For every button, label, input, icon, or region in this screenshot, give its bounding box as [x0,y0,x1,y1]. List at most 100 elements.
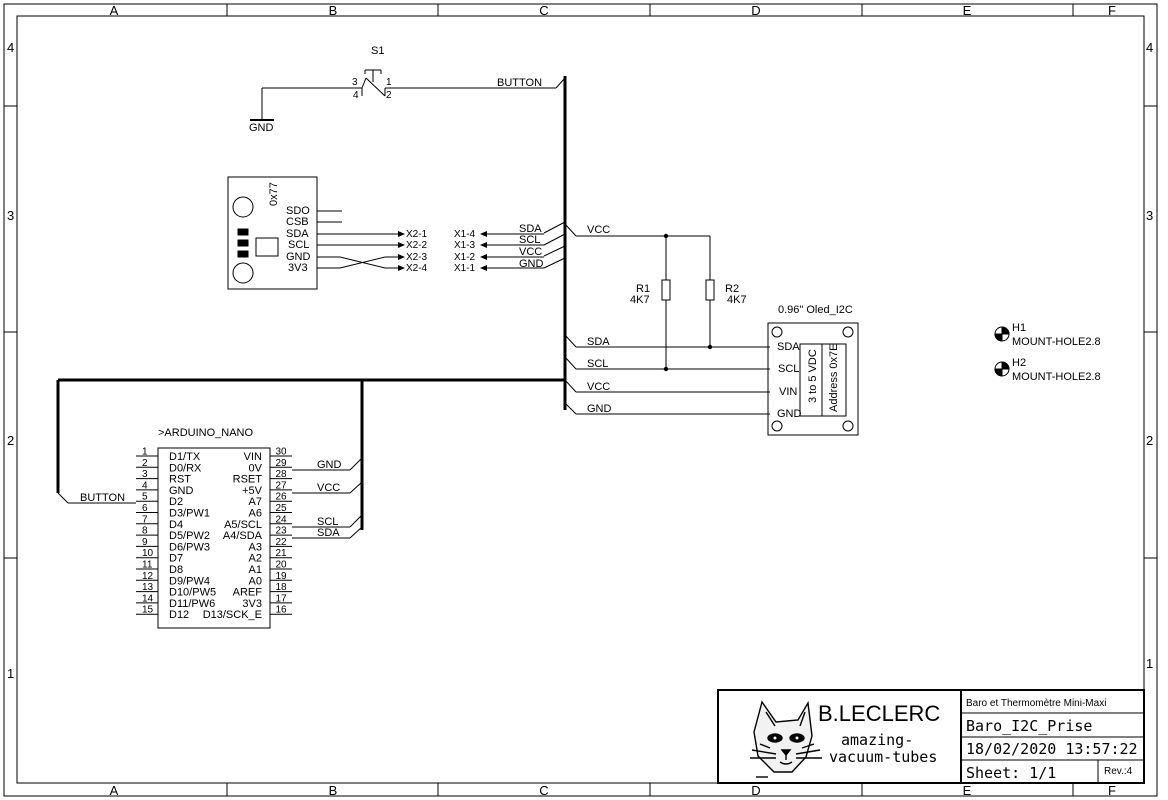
arduino-title: >ARDUINO_NANO [158,427,253,439]
author-tagline: amazing- [841,731,913,749]
arduino-pin-number: 25 [275,503,287,514]
oled-title: 0.96" Oled_I2C [778,304,853,316]
arduino-pin-number: 3 [142,469,148,480]
arduino-pin-name: 0V [249,462,263,474]
oled-note: 3 to 5 VDC [807,349,819,403]
net-label-sda: SDA [587,336,610,348]
x2-pin: X2-2 [406,240,428,251]
arduino-pin-name: +5V [242,485,263,497]
arduino-pin-number: 10 [142,548,154,559]
sensor-pin: 3V3 [288,262,308,274]
arduino-pin-number: 17 [275,593,287,604]
col-label-bottom: A [110,783,119,798]
arduino-pin-number: 26 [275,492,287,503]
arduino-pin-name: D3/PW1 [169,508,210,520]
arduino-pin-name: A1 [249,564,262,576]
arduino-pin-name: D11/PW6 [169,598,215,610]
arduino-pin-name: A4/SDA [223,530,263,542]
arduino-pin-number: 5 [142,492,148,503]
arduino-pin-number: 15 [142,605,154,616]
sensor-pin: SDA [286,228,309,240]
x1-net: SDA [519,223,542,235]
x2-pin: X2-3 [406,252,428,263]
arduino-pin-name: 3V3 [242,598,262,610]
x1-net: SCL [519,234,540,246]
junctions [663,233,713,372]
x2-pin: X2-4 [406,263,428,274]
arduino-pin-number: 13 [142,582,154,593]
x1-net: VCC [519,246,542,258]
arduino-pin-name: A3 [249,541,262,553]
col-label-bottom: C [539,783,548,798]
x1-pin: X1-3 [454,240,476,251]
arduino-wires [68,469,350,539]
x1-pin: X1-4 [454,229,476,240]
hole-ref: H1 [1012,322,1026,334]
gnd-label: GND [249,122,274,134]
arduino-pin-name: A6 [249,508,262,520]
arduino-pin-name: A0 [249,575,262,587]
switch-pin: 3 [352,77,358,88]
project-name: Baro et Thermomètre Mini-Maxi [966,698,1106,709]
arduino-pin-number: 11 [142,560,153,571]
switch-pin: 2 [386,90,392,101]
arduino-pin-name: D8 [169,564,183,576]
net-label-vcc: VCC [587,381,610,393]
row-label-right: 1 [1146,656,1153,671]
oled-note: Address 0x7E [828,344,840,412]
arduino-pin-name: A2 [249,553,262,565]
arduino-pin-name: A5/SCL [224,519,262,531]
col-label-bottom: E [963,783,972,798]
col-label-top: B [329,3,338,18]
arduino-pin-name: D9/PW4 [169,575,210,587]
bus [56,76,567,530]
arduino-pins [136,455,292,615]
net-label-gnd: GND [317,459,342,471]
row-label-right: 3 [1146,208,1153,223]
oled-module [767,322,859,436]
author-tagline: vacuum-tubes [829,748,937,766]
arduino-pin-number: 23 [275,526,287,537]
arduino-pin-number: 27 [275,480,287,491]
switch-pin: 1 [386,77,392,88]
arduino-pin-number: 9 [142,537,148,548]
pullup-network [576,235,770,415]
hole-ref: H2 [1012,357,1026,369]
arduino-pin-number: 12 [142,571,154,582]
row-label-left: 4 [7,40,14,55]
bus-entries [57,77,577,539]
arduino-pin-name: D13/SCK_E [203,609,262,621]
connector-arrows [398,231,487,271]
oled-pin: GND [777,408,802,420]
arduino-pin-name: D10/PW5 [169,587,216,599]
arduino-pin-number: 4 [142,480,148,491]
sensor-pin: SCL [288,239,309,251]
arduino-pin-number: 30 [275,447,287,458]
arduino-pin-number: 24 [275,514,287,525]
row-label-left: 3 [7,208,14,223]
sensor-pin: SDO [286,205,310,217]
cat-logo-icon [750,700,822,778]
resistor-value: 4K7 [727,294,747,306]
arduino-pin-number: 19 [275,571,287,582]
arduino-pin-name: D0/RX [169,462,202,474]
net-label-sda: SDA [317,527,340,539]
net-label-gnd: GND [587,403,612,415]
arduino-pin-number: 21 [275,548,287,559]
arduino-body [157,447,271,629]
arduino-pin-name: VIN [244,451,262,463]
mount-hole-h2 [994,361,1010,377]
mount-hole-h1 [994,326,1010,342]
author-name: B.LECLERC [818,701,940,726]
arduino-pin-number: 7 [142,514,148,525]
arduino-pin-number: 18 [275,582,287,593]
sensor-module [227,176,403,290]
drawing-frame [3,3,1158,797]
hole-value: MOUNT-HOLE2.8 [1012,336,1101,348]
net-label-scl: SCL [317,516,338,528]
net-label-vcc: VCC [587,224,610,236]
arduino-pin-name: D6/PW3 [169,541,210,553]
col-label-top: F [1108,3,1116,18]
row-label-left: 2 [7,433,14,448]
